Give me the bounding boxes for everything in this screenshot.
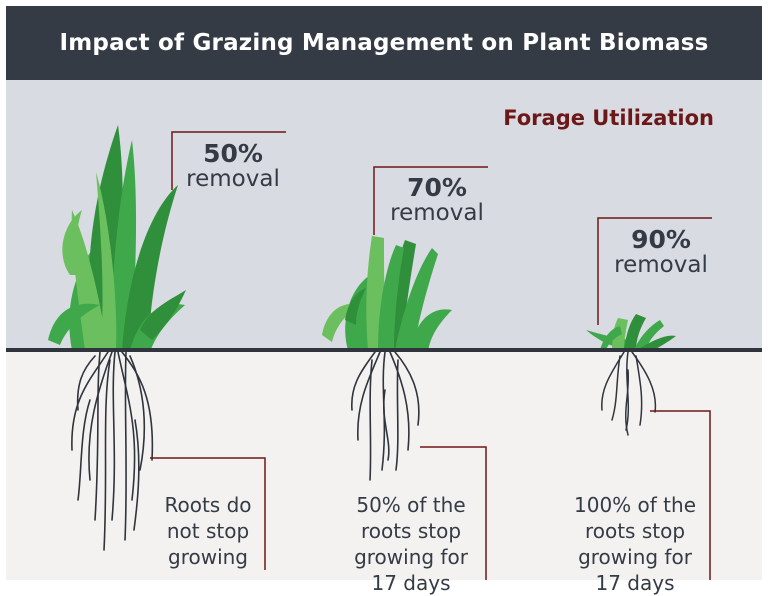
- removal-percent: 70%: [407, 173, 467, 202]
- ground-line: [6, 348, 762, 352]
- removal-word: removal: [390, 200, 484, 226]
- removal-label-1: 50% removal: [178, 140, 288, 192]
- removal-label-2: 70% removal: [382, 174, 492, 226]
- roots-line: roots stop: [584, 519, 686, 543]
- removal-percent: 90%: [631, 225, 691, 254]
- grass-blades-trimmed: [322, 236, 452, 352]
- roots-line: 17 days: [595, 571, 675, 595]
- removal-word: removal: [186, 166, 280, 192]
- callout-line-removal-2: [373, 166, 488, 235]
- removal-percent: 50%: [203, 139, 263, 168]
- roots-line: growing for: [354, 545, 468, 569]
- plant-2-roots: [351, 351, 420, 481]
- callout-line-removal-3: [597, 217, 712, 325]
- callout-lines: [150, 131, 712, 580]
- plant-1-leaves: [48, 125, 186, 352]
- roots-line: not stop: [166, 519, 250, 543]
- roots-label-1: Roots do not stop growing: [148, 492, 268, 570]
- plant-3-roots: [601, 351, 657, 436]
- plant-1-roots: [71, 351, 154, 551]
- removal-label-3: 90% removal: [606, 226, 716, 278]
- title-bar: Impact of Grazing Management on Plant Bi…: [6, 6, 762, 80]
- roots-label-2: 50% of the roots stop growing for 17 day…: [344, 492, 478, 596]
- callout-line-roots-3: [650, 410, 711, 580]
- roots-line: roots stop: [360, 519, 462, 543]
- grass-blades-short: [586, 314, 676, 352]
- roots-label-3: 100% of the roots stop growing for 17 da…: [566, 492, 704, 596]
- roots-line: growing for: [578, 545, 692, 569]
- plant-2-leaves: [322, 236, 452, 352]
- callout-line-removal-1: [171, 131, 286, 190]
- section-label: Forage Utilization: [503, 106, 714, 130]
- roots-line: growing: [168, 545, 248, 569]
- infographic: Impact of Grazing Management on Plant Bi…: [6, 6, 762, 595]
- roots-line: Roots do: [164, 493, 252, 517]
- roots-line: 50% of the: [356, 493, 466, 517]
- removal-word: removal: [614, 252, 708, 278]
- callout-line-roots-2: [420, 446, 487, 580]
- roots-line: 100% of the: [574, 493, 696, 517]
- page-title: Impact of Grazing Management on Plant Bi…: [59, 30, 709, 56]
- roots-line: 17 days: [371, 571, 451, 595]
- grass-blades-tall: [48, 125, 186, 352]
- callout-line-roots-1: [150, 457, 266, 570]
- plant-3-leaves: [586, 314, 676, 352]
